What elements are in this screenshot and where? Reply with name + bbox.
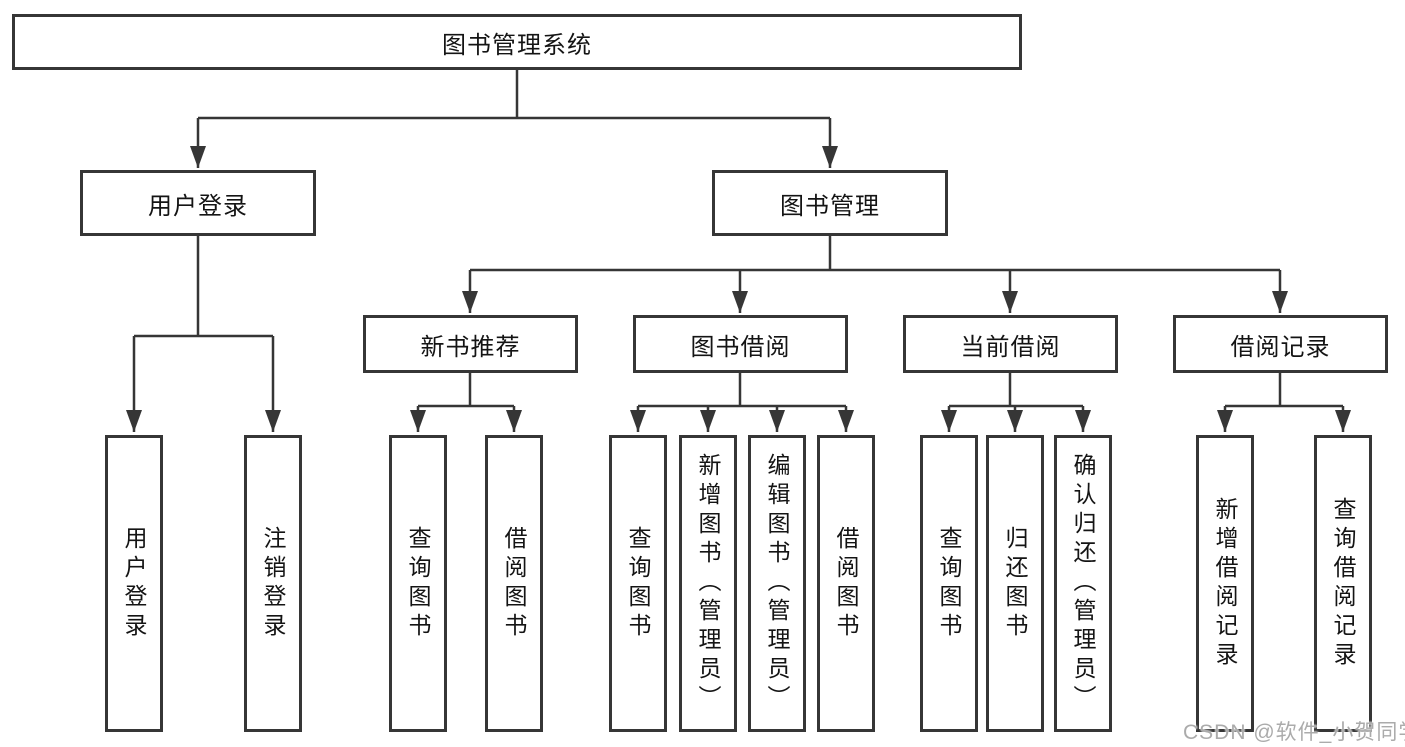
leaf-borrowing-search-books: 查询图书	[609, 435, 667, 732]
edges-user-login-to-leaves	[126, 236, 281, 432]
leaf-borrowing-edit-books-admin: 编辑图书（管理员）	[748, 435, 806, 732]
node-library-management-system: 图书管理系统	[12, 14, 1022, 70]
leaf-records-add-record: 新增借阅记录	[1196, 435, 1254, 732]
edges-borrow-records-to-leaves	[1217, 373, 1351, 432]
node-book-management: 图书管理	[712, 170, 948, 236]
edges-root-to-level2	[190, 70, 838, 168]
leaf-borrowing-borrow-books: 借阅图书	[817, 435, 875, 732]
leaf-current-return-books: 归还图书	[986, 435, 1044, 732]
edges-new-book-recommend-to-leaves	[410, 373, 522, 432]
edges-book-borrowing-to-leaves	[630, 373, 854, 432]
node-new-book-recommend: 新书推荐	[363, 315, 578, 373]
node-book-borrowing: 图书借阅	[633, 315, 848, 373]
leaf-logout: 注销登录	[244, 435, 302, 732]
leaf-current-search-books: 查询图书	[920, 435, 978, 732]
leaf-borrowing-add-books-admin: 新增图书（管理员）	[679, 435, 737, 732]
leaf-current-confirm-return-admin: 确认归还（管理员）	[1054, 435, 1112, 732]
csdn-watermark: CSDN @软件_小贺同学	[1183, 721, 1405, 744]
leaf-records-search-record: 查询借阅记录	[1314, 435, 1372, 732]
leaf-user-login: 用户登录	[105, 435, 163, 732]
leaf-newbooks-borrow-books: 借阅图书	[485, 435, 543, 732]
edges-book-management-to-groups	[462, 236, 1288, 313]
node-user-login: 用户登录	[80, 170, 316, 236]
leaf-newbooks-search-books: 查询图书	[389, 435, 447, 732]
node-borrow-records: 借阅记录	[1173, 315, 1388, 373]
node-current-borrowing: 当前借阅	[903, 315, 1118, 373]
edges-current-borrowing-to-leaves	[941, 373, 1091, 432]
